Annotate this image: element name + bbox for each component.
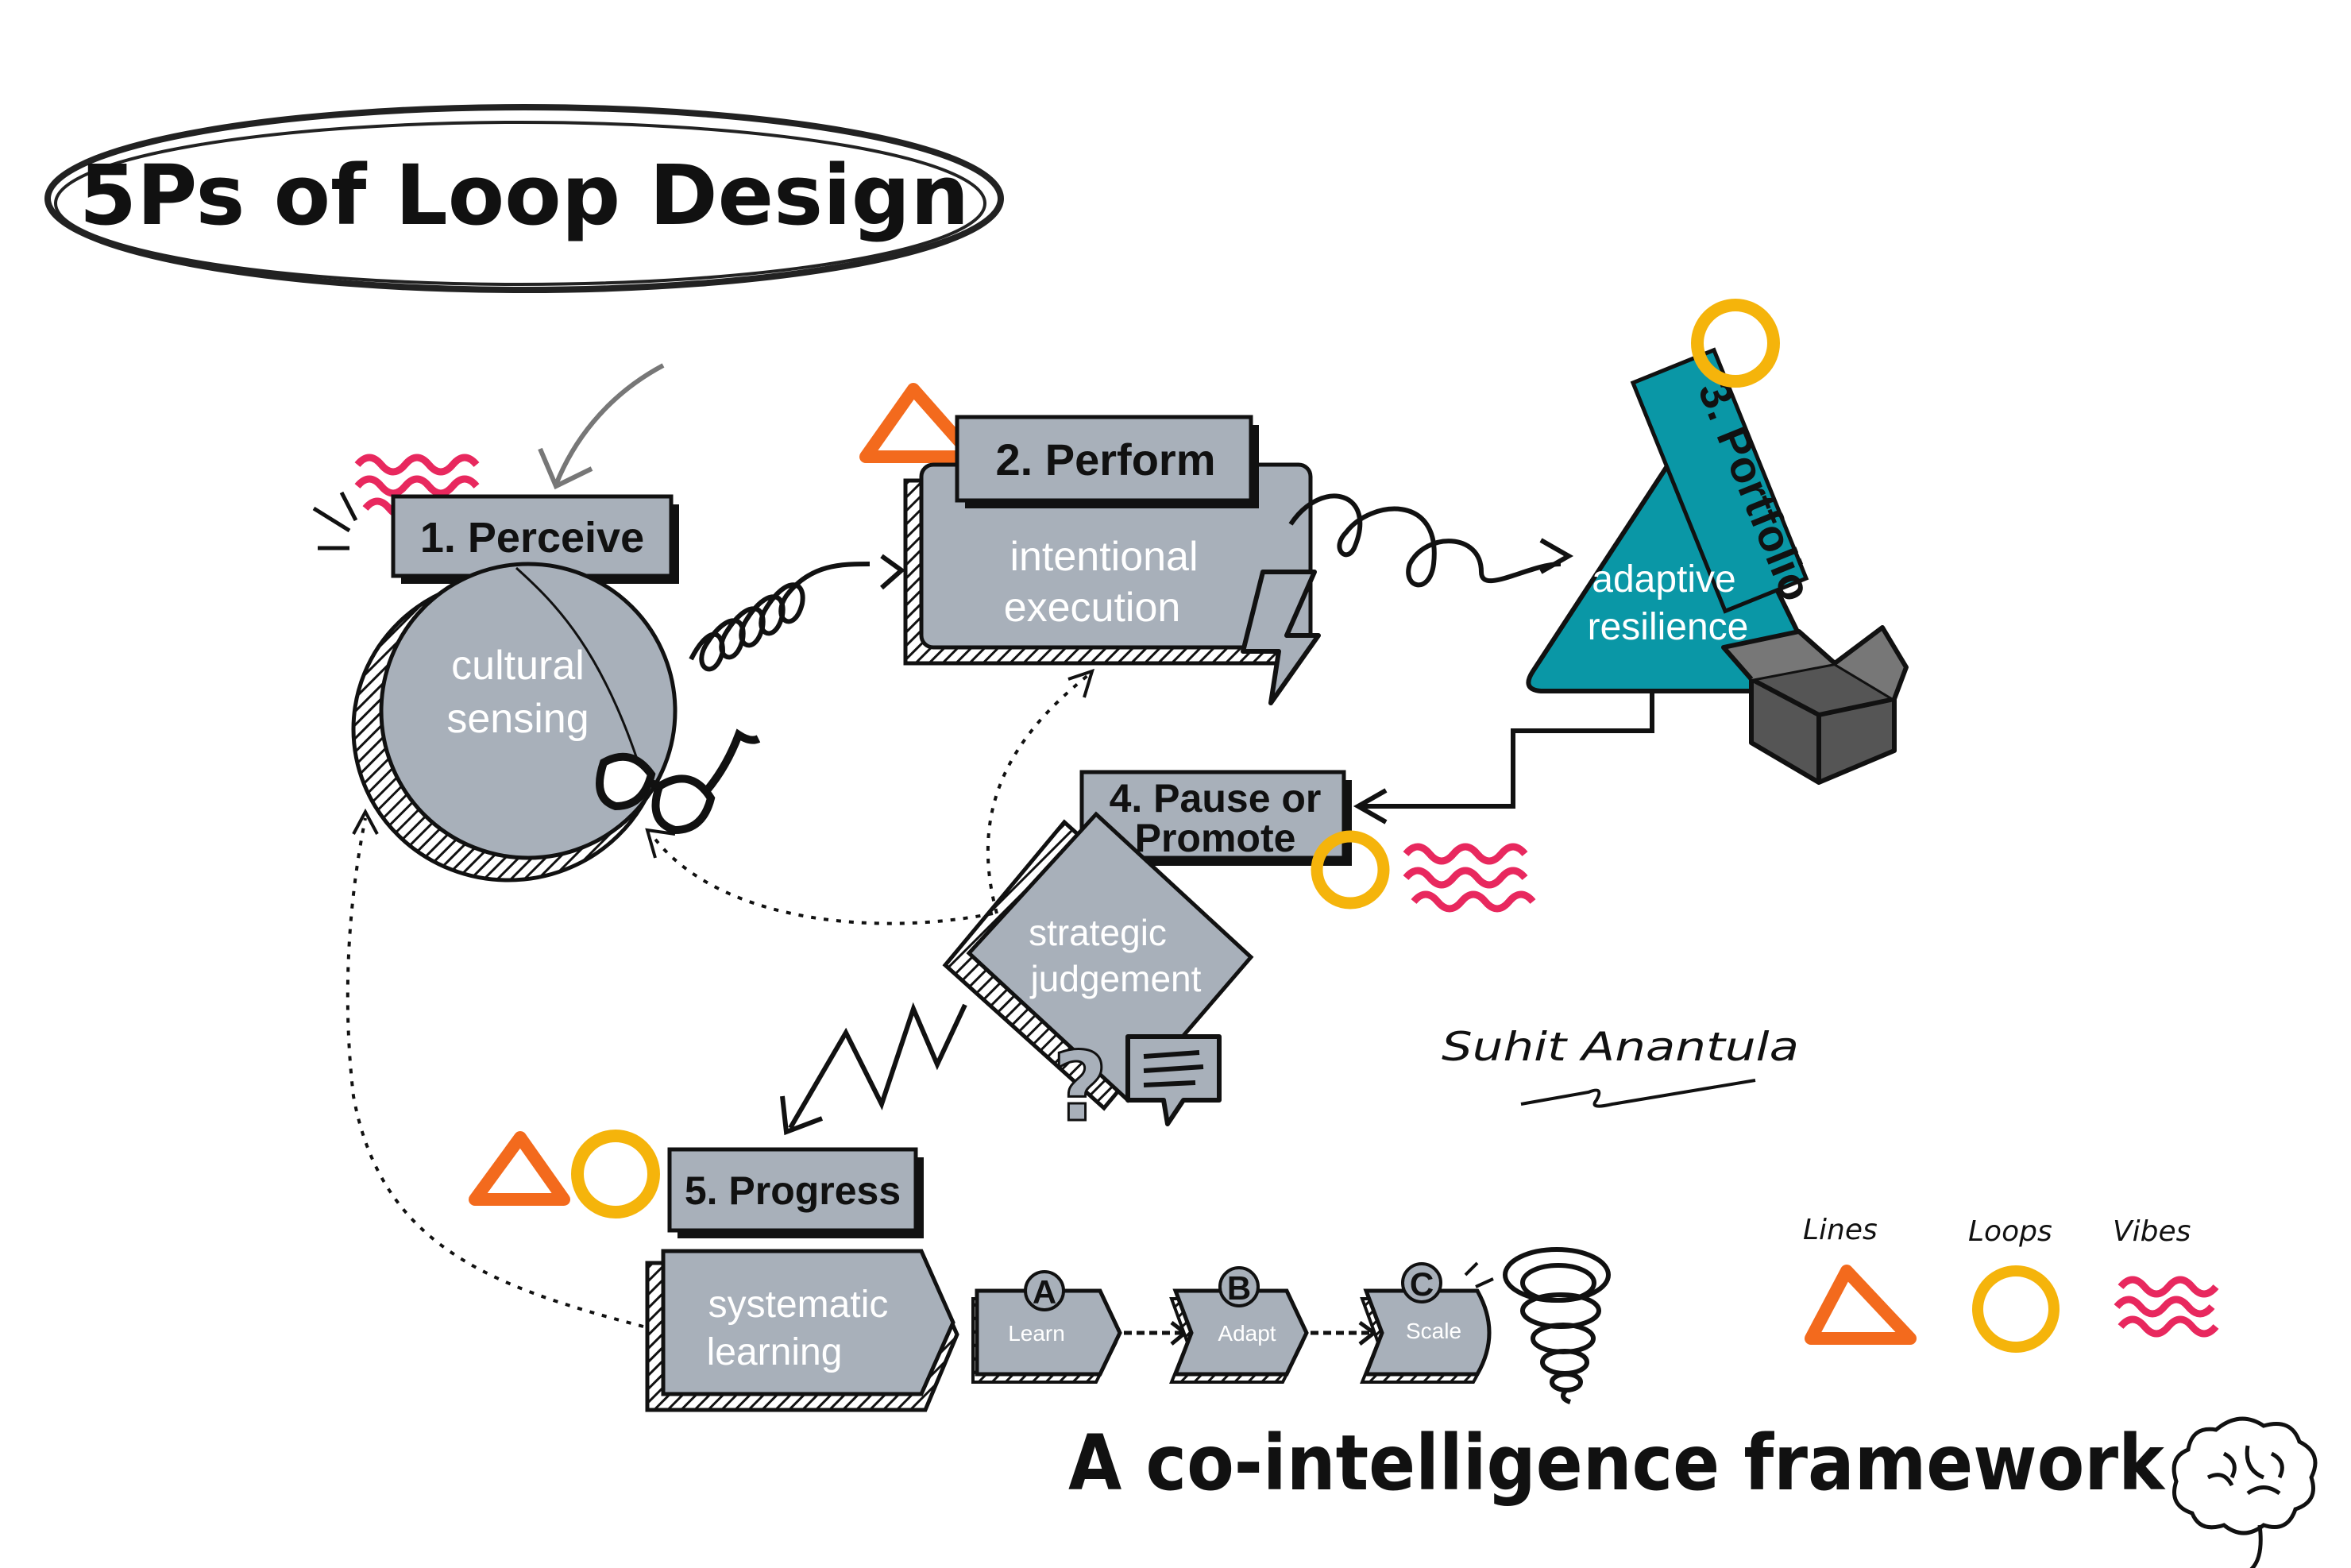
progress-box bbox=[661, 1249, 955, 1396]
elbow-connector bbox=[1353, 691, 1654, 825]
progress-loops-circle-icon bbox=[571, 1130, 660, 1218]
portfolio-label-box bbox=[1630, 347, 1809, 614]
perform-desc-line2: execution bbox=[1004, 585, 1181, 631]
progress-label: 5. Progress bbox=[685, 1168, 901, 1213]
step-perceive: 1. Perceive cultural sensing bbox=[312, 363, 761, 882]
pause-loops-circle-icon bbox=[1311, 830, 1390, 910]
sub-step-learn: A Learn bbox=[971, 1270, 1122, 1384]
scale-label: Scale bbox=[1406, 1319, 1461, 1343]
pause-label-line2: Promote bbox=[1135, 816, 1296, 860]
tagline: A co-intelligence framework bbox=[1068, 1419, 2166, 1508]
loop-connector bbox=[1288, 493, 1574, 588]
progress-desc-line1: systematic bbox=[708, 1284, 889, 1326]
pause-vibes-scribble bbox=[1403, 843, 1536, 913]
author-name: Suhit Anantula bbox=[1442, 1024, 1799, 1070]
learn-badge: A bbox=[1033, 1273, 1056, 1311]
perform-desc-line1: intentional bbox=[1010, 534, 1198, 580]
perform-label: 2. Perform bbox=[996, 434, 1216, 485]
sub-step-scale: C Scale bbox=[1360, 1261, 1494, 1384]
author-signature: Suhit Anantula bbox=[1442, 1024, 1799, 1108]
sub-step-adapt: B Adapt bbox=[1169, 1266, 1309, 1384]
tornado-icon bbox=[1503, 1247, 1611, 1404]
chat-bubble-icon bbox=[1125, 1034, 1222, 1126]
sub-arrow-2 bbox=[1311, 1320, 1378, 1346]
adapt-label: Adapt bbox=[1218, 1321, 1276, 1346]
progress-lines-triangle-icon bbox=[469, 1131, 570, 1206]
perform-label-box bbox=[955, 415, 1253, 503]
legend-label-lines: Lines bbox=[1803, 1214, 1878, 1246]
learn-badge-circle bbox=[1024, 1270, 1065, 1311]
adapt-shape bbox=[1172, 1288, 1309, 1377]
adapt-badge-circle bbox=[1218, 1266, 1260, 1307]
progress-desc-line2: learning bbox=[707, 1331, 843, 1373]
loops-circle-icon bbox=[1691, 299, 1780, 388]
step-perform: 2. Perform intentional execution bbox=[859, 383, 1321, 705]
legend-scribble-icon bbox=[2114, 1276, 2219, 1338]
legend-label-vibes: Vibes bbox=[2113, 1215, 2191, 1248]
signature-flourish bbox=[1520, 1079, 1756, 1108]
portfolio-desc-line1: adaptive bbox=[1592, 558, 1735, 601]
sub-arrow-1 bbox=[1124, 1321, 1189, 1346]
incoming-arrow bbox=[554, 363, 665, 486]
dotted-arrow-to-perceive bbox=[650, 832, 994, 925]
title-ellipse bbox=[44, 104, 1004, 293]
incoming-arrow-head bbox=[538, 447, 593, 490]
dotted-arrow-heads bbox=[352, 668, 1095, 859]
learn-shape bbox=[975, 1288, 1122, 1377]
adapt-badge: B bbox=[1227, 1269, 1251, 1307]
lightning-icon bbox=[1241, 570, 1321, 705]
perceive-circle-crease bbox=[515, 566, 645, 779]
step-progress: 5. Progress systematic learning bbox=[469, 1130, 959, 1412]
title-group: 5Ps of Loop Design bbox=[44, 104, 1004, 293]
legend-triangle-icon bbox=[1805, 1265, 1917, 1345]
scale-badge-circle bbox=[1401, 1262, 1442, 1303]
dotted-arrow-progress-to-perceive bbox=[346, 817, 644, 1328]
dotted-feedback-arrows bbox=[346, 674, 1090, 1328]
legend-circle-icon bbox=[1972, 1265, 2060, 1353]
step-portfolio: 3. Portfolio adaptive resilience bbox=[1526, 299, 1909, 785]
perceive-label: 1. Perceive bbox=[420, 514, 644, 562]
box-icon bbox=[1721, 625, 1909, 785]
pause-label-line1: 4. Pause or bbox=[1110, 776, 1322, 821]
portfolio-desc-line2: resilience bbox=[1588, 606, 1749, 648]
scale-shape bbox=[1363, 1288, 1492, 1377]
lines-triangle-icon bbox=[859, 383, 979, 463]
glasses-icon bbox=[596, 728, 761, 835]
progress-label-box bbox=[667, 1147, 918, 1233]
perceive-desc-line2: sensing bbox=[446, 696, 589, 742]
learn-label: Learn bbox=[1008, 1321, 1065, 1346]
pause-desc-line2: judgement bbox=[1029, 958, 1202, 999]
title-ellipse-inner bbox=[54, 121, 986, 286]
page-title: 5Ps of Loop Design bbox=[79, 147, 970, 244]
spark-lines bbox=[312, 491, 358, 550]
brain-icon bbox=[2171, 1416, 2318, 1568]
spring-connector bbox=[689, 554, 905, 672]
scale-badge: C bbox=[1410, 1265, 1434, 1303]
scale-spark-lines bbox=[1464, 1261, 1494, 1288]
zigzag-connector bbox=[780, 1002, 967, 1136]
legend-label-loops: Loops bbox=[1968, 1215, 2052, 1248]
dotted-arrow-to-perform bbox=[986, 674, 1090, 914]
step-pause-promote: 4. Pause or Promote strategic judgement … bbox=[942, 770, 1536, 1145]
question-mark-icon: ? bbox=[1052, 1033, 1108, 1143]
perceive-desc-line1: cultural bbox=[451, 643, 585, 689]
pause-desc-line1: strategic bbox=[1029, 912, 1167, 953]
legend: Lines Loops Vibes bbox=[1803, 1214, 2219, 1353]
